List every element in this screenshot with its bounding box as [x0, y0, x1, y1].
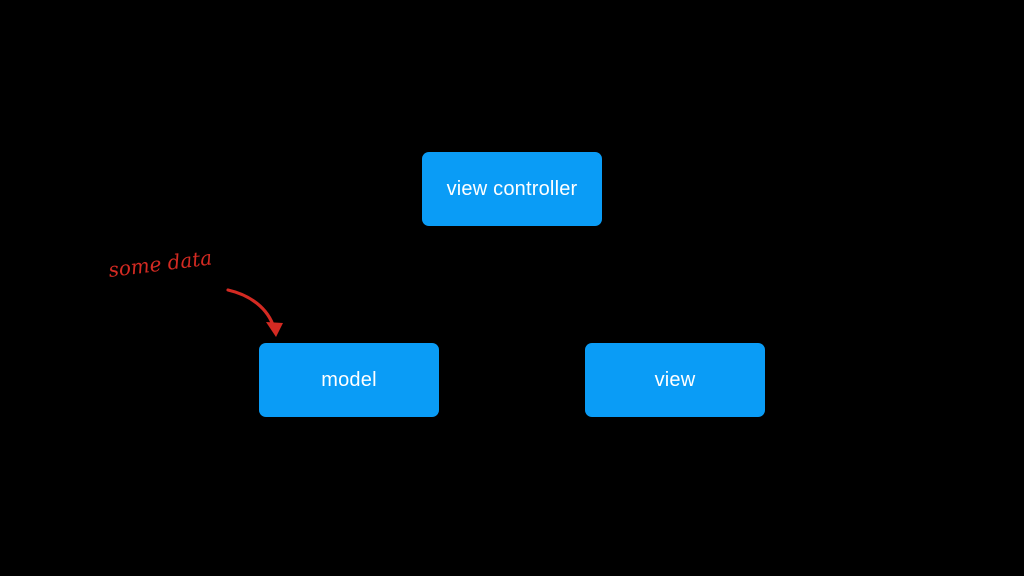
annotation-label: some data: [107, 245, 214, 282]
model-label: model: [321, 368, 377, 391]
model-node: model: [259, 343, 439, 417]
view-controller-node: view controller: [422, 152, 602, 226]
view-controller-label: view controller: [446, 177, 578, 200]
view-node: view: [585, 343, 765, 417]
view-label: view: [654, 368, 696, 391]
